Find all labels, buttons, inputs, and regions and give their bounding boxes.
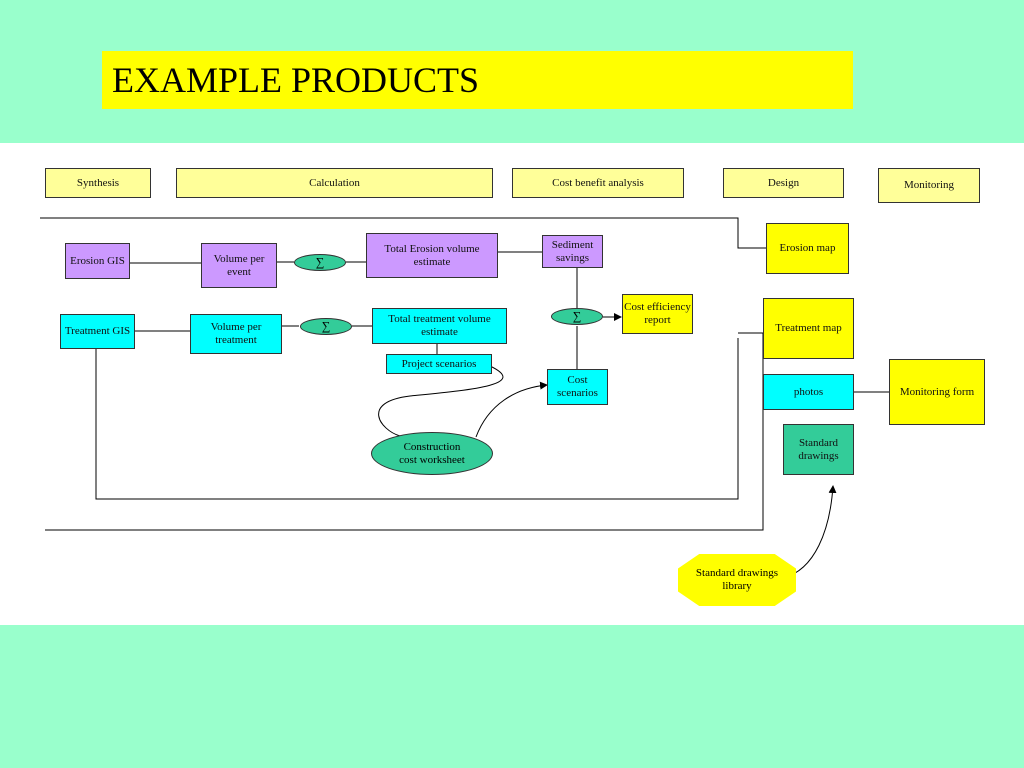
page-title: EXAMPLE PRODUCTS: [112, 60, 480, 100]
header-calculation: Calculation: [176, 168, 493, 198]
inner-bracket-line: [95, 338, 739, 500]
sum-node-cost: ∑: [551, 308, 603, 325]
treatment-gis-box: Treatment GIS: [60, 314, 135, 349]
outer-bracket-line: [45, 332, 764, 531]
sum-node-erosion: ∑: [294, 254, 346, 271]
project-scenarios-box: Project scenarios: [386, 354, 492, 374]
treatment-map-box: Treatment map: [763, 298, 854, 359]
cost-efficiency-box: Cost efficiency report: [622, 294, 693, 334]
construction-to-cost-curve: [475, 381, 548, 438]
standard-drawings-box: Standard drawings: [783, 424, 854, 475]
photos-box: photos: [763, 374, 854, 410]
header-monitoring: Monitoring: [878, 168, 980, 203]
header-design: Design: [723, 168, 844, 198]
sediment-savings-box: Sediment savings: [542, 235, 603, 268]
standard-drawings-library-octagon: Standard drawings library: [678, 554, 796, 606]
upper-bracket-line: [40, 217, 766, 249]
monitoring-form-box: Monitoring form: [889, 359, 985, 425]
sum-node-treatment: ∑: [300, 318, 352, 335]
total-erosion-box: Total Erosion volume estimate: [366, 233, 498, 278]
library-to-drawings-curve: [782, 485, 837, 579]
cost-scenarios-box: Cost scenarios: [547, 369, 608, 405]
volume-per-event-box: Volume per event: [201, 243, 277, 288]
volume-per-treatment-box: Volume per treatment: [190, 314, 282, 354]
total-treatment-box: Total treatment volume estimate: [372, 308, 507, 344]
erosion-gis-box: Erosion GIS: [65, 243, 130, 279]
title-bar: EXAMPLE PRODUCTS: [102, 51, 853, 109]
erosion-map-box: Erosion map: [766, 223, 849, 274]
project-to-construction-curve: [378, 365, 504, 437]
header-cost-benefit: Cost benefit analysis: [512, 168, 684, 198]
construction-cost-ellipse: Construction cost worksheet: [371, 432, 493, 475]
header-synthesis: Synthesis: [45, 168, 151, 198]
